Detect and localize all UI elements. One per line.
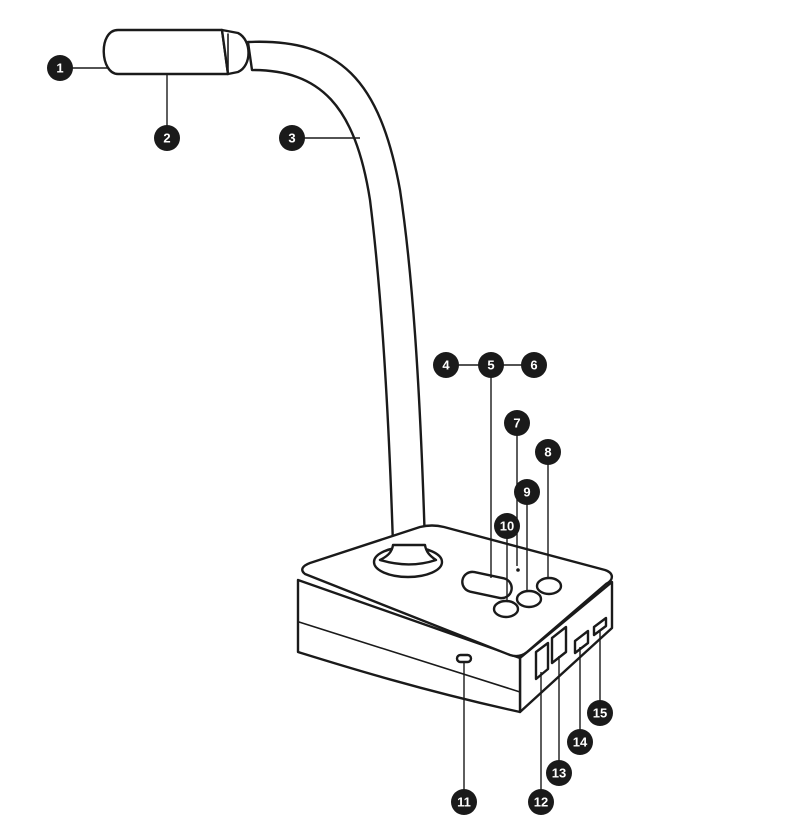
callout-15-label: 15: [593, 706, 607, 721]
callout-7: 7: [504, 410, 530, 436]
top-button-8: [535, 576, 563, 596]
callout-4-label: 4: [442, 358, 450, 373]
callout-6-label: 6: [530, 358, 537, 373]
callout-2: 2: [154, 125, 180, 151]
top-button-9: [515, 589, 543, 609]
port-14: [573, 629, 590, 655]
callout-7-label: 7: [513, 416, 520, 431]
callout-13: 13: [546, 760, 572, 786]
callout-11: 11: [451, 789, 477, 815]
callout-8: 8: [535, 439, 561, 465]
callout-12-label: 12: [534, 795, 548, 810]
port-12: [534, 641, 550, 681]
callout-3-label: 3: [288, 131, 295, 146]
callout-15: 15: [587, 700, 613, 726]
callout-1-label: 1: [56, 61, 63, 76]
callout-2-label: 2: [163, 131, 170, 146]
port-13: [550, 625, 568, 665]
leader-lines: [60, 67, 601, 802]
camera-head: [102, 28, 250, 76]
callout-13-label: 13: [552, 766, 566, 781]
callout-9: 9: [514, 479, 540, 505]
callout-6: 6: [521, 352, 547, 378]
base-unit: [296, 524, 614, 714]
callout-12: 12: [528, 789, 554, 815]
callout-10: 10: [494, 513, 520, 539]
front-indicator: [455, 653, 473, 664]
indicator-dot: [516, 568, 520, 572]
gooseneck-arm: [246, 40, 427, 547]
callout-3: 3: [279, 125, 305, 151]
slider-button: [461, 570, 513, 600]
callout-8-label: 8: [544, 445, 551, 460]
callout-14: 14: [567, 729, 593, 755]
callout-5-label: 5: [487, 358, 494, 373]
callout-5: 5: [478, 352, 504, 378]
callout-1: 1: [47, 55, 73, 81]
port-15: [592, 616, 608, 637]
callout-4: 4: [433, 352, 459, 378]
callout-9-label: 9: [523, 485, 530, 500]
callout-10-label: 10: [500, 519, 514, 534]
callout-14-label: 14: [573, 735, 588, 750]
top-button-10: [492, 599, 520, 619]
callout-11-label: 11: [457, 795, 471, 810]
